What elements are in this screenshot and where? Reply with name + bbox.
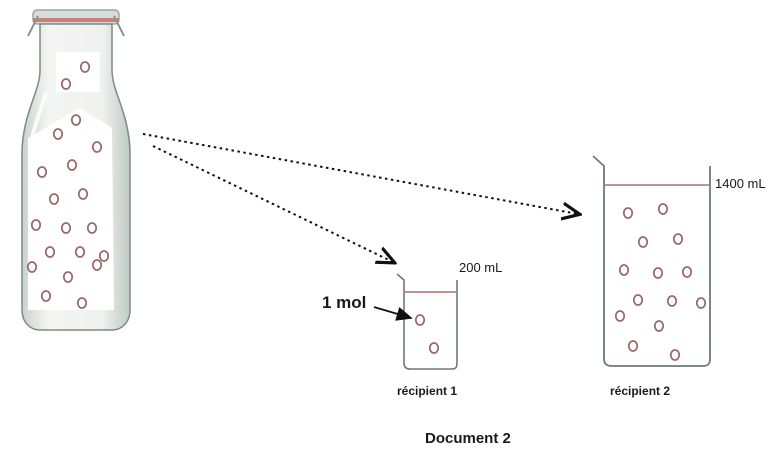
container-2-particle	[614, 310, 626, 322]
bottle-label-main	[28, 108, 114, 310]
container-2-particle	[672, 233, 684, 245]
one-mol-label: 1 mol	[322, 293, 367, 312]
container-2-name: récipient 2	[610, 384, 671, 398]
container-2-particle	[666, 295, 678, 307]
container-2-particle	[652, 267, 664, 279]
bottle-particle	[76, 297, 88, 309]
bottle-particle	[91, 141, 103, 153]
container-2-particle	[669, 349, 681, 361]
bottle-particle	[48, 193, 60, 205]
bottle-label-top	[56, 52, 100, 92]
container-2-particle	[637, 236, 649, 248]
container-2-particle	[622, 207, 634, 219]
container-2-particle	[653, 320, 665, 332]
bottle-particle	[36, 166, 48, 178]
document-caption: Document 2	[425, 430, 511, 447]
container-1-particle	[414, 314, 426, 326]
container-2-particle	[618, 264, 630, 276]
container-1	[396, 273, 458, 370]
bottle-particle	[40, 290, 52, 302]
mol-pointer-arrow	[373, 306, 413, 321]
bottle-particle	[79, 61, 91, 73]
bottle-particle	[44, 246, 56, 258]
container-1-volume-label: 200 mL	[459, 260, 503, 275]
container-2-particle	[632, 294, 644, 306]
bottle-particle	[62, 271, 74, 283]
arrow-to-recipient-1	[152, 145, 393, 262]
bottle-particle	[26, 261, 38, 273]
container-2-particle	[695, 297, 707, 309]
bottle-clamp-wire	[27, 15, 125, 37]
container-2-particle	[627, 340, 639, 352]
container-2	[592, 155, 711, 367]
bottle-particle	[98, 250, 110, 262]
container-2-outline	[592, 155, 711, 367]
bottle-particle	[74, 246, 86, 258]
bottle	[21, 9, 131, 331]
bottle-particle	[91, 259, 103, 271]
bottle-particle	[70, 114, 82, 126]
bottle-particle	[66, 159, 78, 171]
container-2-particle	[681, 266, 693, 278]
bottle-particle	[60, 222, 72, 234]
bottle-particle	[30, 219, 42, 231]
container-1-particle	[428, 342, 440, 354]
container-1-name: récipient 1	[397, 384, 458, 398]
bottle-particle	[86, 222, 98, 234]
container-2-volume-label: 1400 mL	[715, 176, 766, 191]
bottle-seal	[33, 18, 119, 22]
container-1-outline	[396, 273, 458, 370]
bottle-particle	[60, 78, 72, 90]
arrow-to-recipient-2	[142, 133, 578, 214]
bottle-particle	[77, 188, 89, 200]
bottle-particle	[52, 128, 64, 140]
container-2-particle	[657, 203, 669, 215]
